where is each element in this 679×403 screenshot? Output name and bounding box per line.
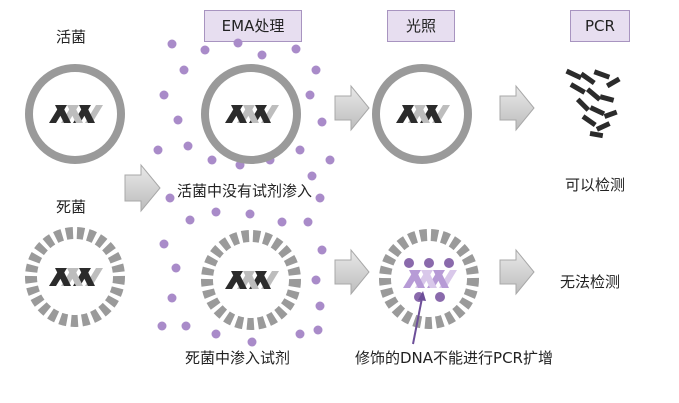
ema-dot — [295, 145, 305, 155]
ema-dot — [313, 325, 323, 335]
ema-dot — [291, 44, 301, 54]
live-cell-initial — [25, 64, 125, 164]
ema-dot — [305, 90, 315, 100]
label-not-detectable: 无法检测 — [560, 273, 621, 291]
ema-dot — [211, 329, 221, 339]
ema-dot — [295, 329, 305, 339]
pointer-arrow-icon — [412, 291, 426, 345]
ema-dot — [159, 90, 169, 100]
ema-dot — [247, 337, 257, 347]
pcr-amplified-dna-icon — [565, 68, 621, 139]
ema-dot — [233, 38, 243, 48]
live-cell-ema — [201, 64, 301, 164]
label-live-no-reagent: 活菌中没有试剂渗入 — [177, 182, 313, 200]
stage-label-light: 光照 — [387, 10, 455, 42]
ema-dot — [277, 217, 287, 227]
ema-dot — [153, 145, 163, 155]
ema-dot — [167, 39, 177, 49]
dead-cell-light — [379, 229, 479, 329]
dna-icon — [225, 271, 279, 289]
ema-dot — [171, 263, 181, 273]
ema-dot — [307, 171, 317, 181]
label-live: 活菌 — [56, 28, 87, 46]
ema-dot — [167, 293, 177, 303]
arrow-live-light — [334, 84, 370, 132]
ema-reagent-dots — [153, 38, 335, 347]
ema-dot — [315, 193, 325, 203]
ema-dot — [157, 321, 167, 331]
stage-label-ema: EMA处理 — [204, 10, 302, 42]
ema-dot — [245, 209, 255, 219]
ema-dot — [325, 155, 335, 165]
dead-cell-ema — [201, 230, 301, 330]
ema-dot — [315, 301, 325, 311]
ema-dot — [185, 215, 195, 225]
dna-icon — [225, 105, 279, 123]
ema-dot — [257, 50, 267, 60]
label-dead: 死菌 — [56, 198, 87, 216]
ema-dot — [159, 239, 169, 249]
ema-dot — [311, 275, 321, 285]
ema-dot — [200, 45, 210, 55]
ema-dot — [317, 117, 327, 127]
label-detectable: 可以检测 — [565, 176, 626, 194]
dna-icon — [49, 268, 103, 286]
ema-dot — [211, 207, 221, 217]
ema-dot — [179, 65, 189, 75]
dna-icon — [49, 105, 103, 123]
dna-icon — [396, 105, 450, 123]
ema-dot — [173, 115, 183, 125]
ema-dot — [311, 65, 321, 75]
label-dead-reagent: 死菌中渗入试剂 — [185, 349, 291, 367]
label-modified-dna: 修饰的DNA不能进行PCR扩增 — [355, 349, 553, 367]
arrow-ema-treatment — [124, 163, 161, 213]
dead-cell-initial — [25, 227, 125, 327]
live-cell-light — [372, 64, 472, 164]
ema-dot — [181, 321, 191, 331]
ema-dot — [165, 193, 175, 203]
ema-dot — [207, 155, 217, 165]
arrow-dead-light — [334, 248, 370, 296]
stage-label-pcr: PCR — [570, 10, 630, 42]
arrow-live-pcr — [499, 84, 535, 132]
arrow-dead-pcr — [499, 248, 535, 296]
ema-dot — [303, 217, 313, 227]
ema-dot — [183, 141, 193, 151]
ema-dot — [317, 245, 327, 255]
modified-dna-icon — [403, 270, 457, 288]
